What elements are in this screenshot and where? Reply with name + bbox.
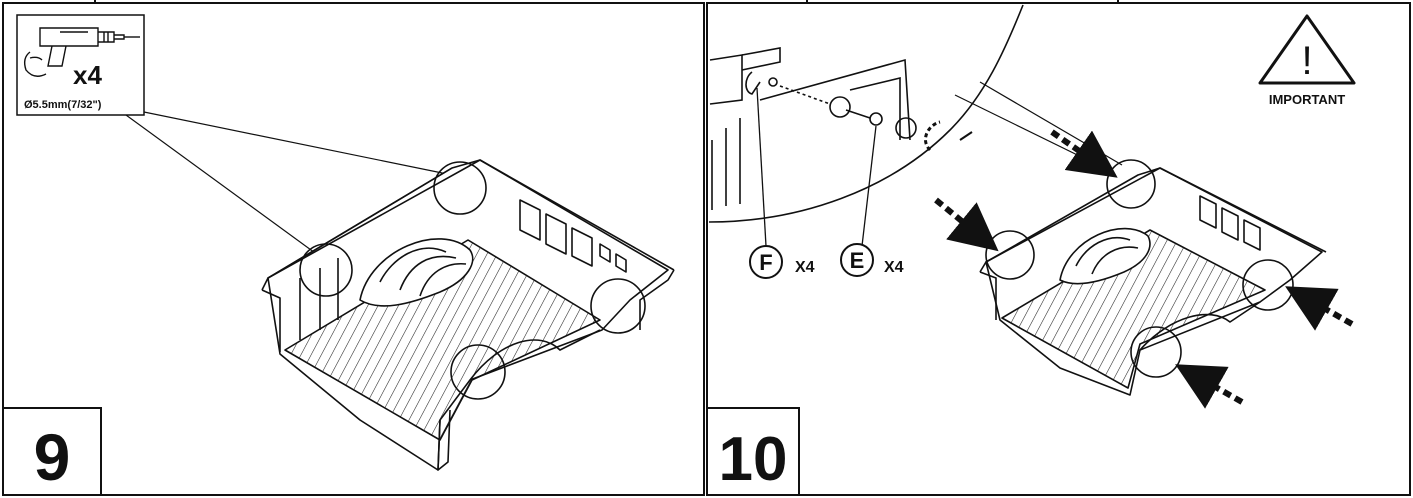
arrow-icon bbox=[934, 197, 999, 252]
warning-label: IMPORTANT bbox=[1269, 92, 1345, 107]
detail-view bbox=[708, 4, 1024, 223]
step-10-number-box: 10 bbox=[706, 407, 800, 496]
step-10-number: 10 bbox=[719, 425, 788, 494]
drill-quantity: x4 bbox=[73, 60, 102, 90]
part-pointer-lines bbox=[756, 87, 877, 247]
step-9-number-box: 9 bbox=[2, 407, 102, 496]
step-10-panel: F X4 E X4 ! IMPORTANT bbox=[706, 4, 1356, 496]
warning-symbol: ! bbox=[1301, 39, 1312, 83]
part-f-label: F X4 bbox=[749, 245, 815, 279]
detail-leader-lines bbox=[954, 81, 1123, 171]
drill-callout: x4 Ø5.5mm(7/32") bbox=[16, 14, 145, 116]
arrow-icon bbox=[1050, 129, 1118, 178]
arrow-icon bbox=[1285, 286, 1354, 331]
direction-arrows bbox=[934, 129, 1354, 409]
part-e-quantity: X4 bbox=[884, 259, 904, 276]
warning-triangle-icon bbox=[1258, 14, 1356, 85]
part-f-quantity: X4 bbox=[795, 259, 815, 276]
drill-icon bbox=[23, 27, 140, 77]
part-e-letter: E bbox=[850, 248, 865, 273]
step-9-number: 9 bbox=[34, 420, 71, 494]
bed-liner-illustration bbox=[261, 159, 675, 471]
part-e-label: E X4 bbox=[840, 243, 904, 277]
part-f-letter: F bbox=[759, 250, 772, 275]
drill-bit-size: Ø5.5mm(7/32") bbox=[24, 99, 102, 111]
warning-callout: ! IMPORTANT bbox=[1258, 14, 1356, 107]
step-9-panel: x4 Ø5.5mm(7/32") bbox=[2, 14, 675, 496]
leader-lines bbox=[125, 111, 453, 259]
bed-liner-illustration-10 bbox=[979, 159, 1327, 396]
arrow-icon bbox=[1175, 364, 1244, 409]
